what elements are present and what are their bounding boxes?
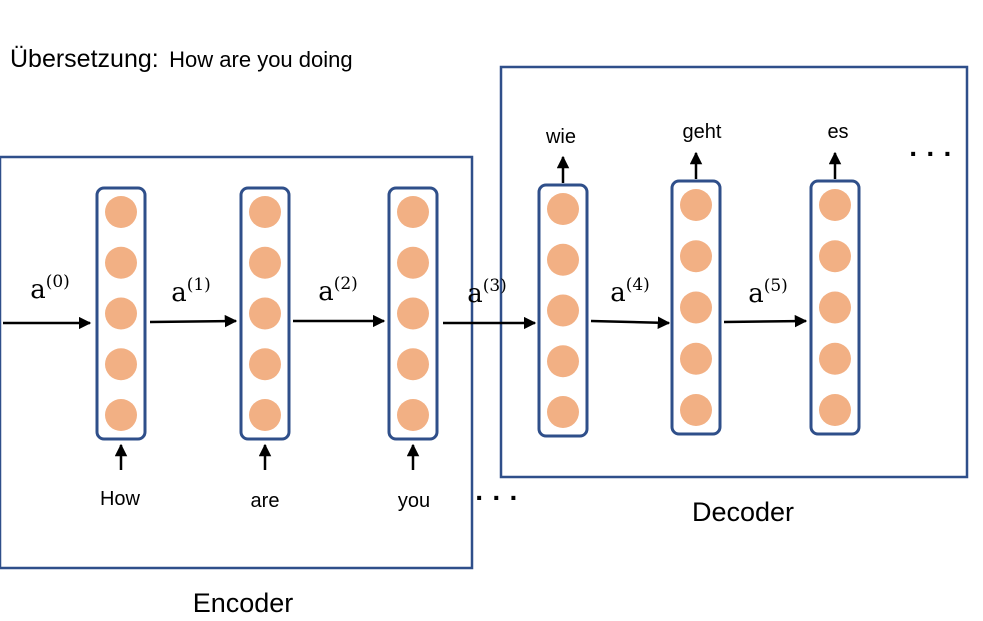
unit-node [547,294,579,327]
unit-node [105,246,137,279]
encoder-ellipsis: · · · [475,482,519,513]
activation-label: a(4) [610,275,650,308]
unit-node [105,196,137,228]
input-word: are [251,490,280,512]
hidden-arrow [149,314,238,328]
rnn-cells [95,151,861,470]
decoder-box [499,65,969,479]
unit-node [397,297,429,330]
unit-node [547,345,579,378]
unit-node [547,243,579,276]
unit-node [819,189,851,221]
activation-label: a(5) [748,276,788,309]
activation-label: a(0) [30,272,70,305]
decoder-ellipsis: · · · [909,138,953,169]
decoder-cell [537,155,589,438]
activation-label: a(2) [318,274,358,307]
hidden-arrow [590,316,671,329]
hidden-state-arrows: a(0) a(1) a(2) a(3) a(4) a(5) [3,272,808,330]
unit-node [397,348,429,381]
unit-node [249,297,281,330]
unit-node [397,196,429,228]
input-word: How [100,488,141,510]
unit-node [249,348,281,381]
unit-node [680,291,712,324]
encoder-cell [239,186,291,470]
unit-node [819,240,851,273]
output-word: wie [545,126,576,148]
unit-node [680,240,712,273]
decoder-cell [670,151,722,436]
unit-node [547,193,579,225]
unit-node [680,189,712,221]
encoder-box [0,155,474,570]
decoder-outputs: wie geht es [545,121,849,148]
unit-node [680,342,712,375]
unit-node [547,396,579,428]
output-word: es [827,121,848,143]
decoder-cell [809,151,861,436]
unit-node [249,399,281,431]
output-word: geht [683,121,722,143]
unit-node [680,394,712,426]
unit-node [397,246,429,279]
encoder-cell [95,186,147,470]
decoder-label: Decoder [692,497,794,527]
unit-node [819,394,851,426]
title: Übersetzung: How are you doing [10,45,353,73]
hidden-arrow [723,314,808,328]
activation-label: a(3) [467,276,507,309]
activation-label: a(1) [171,275,211,308]
unit-node [249,196,281,228]
encoder-cell [387,186,439,470]
unit-node [105,399,137,431]
unit-node [105,297,137,330]
unit-node [249,246,281,279]
encoder-inputs: How are you [100,488,430,512]
unit-node [819,291,851,324]
unit-node [819,342,851,375]
title-sentence: How are you doing [169,47,352,72]
title-label: Übersetzung: [10,45,159,73]
unit-node [105,348,137,381]
input-word: you [398,490,430,512]
unit-node [397,399,429,431]
encoder-label: Encoder [193,588,294,618]
